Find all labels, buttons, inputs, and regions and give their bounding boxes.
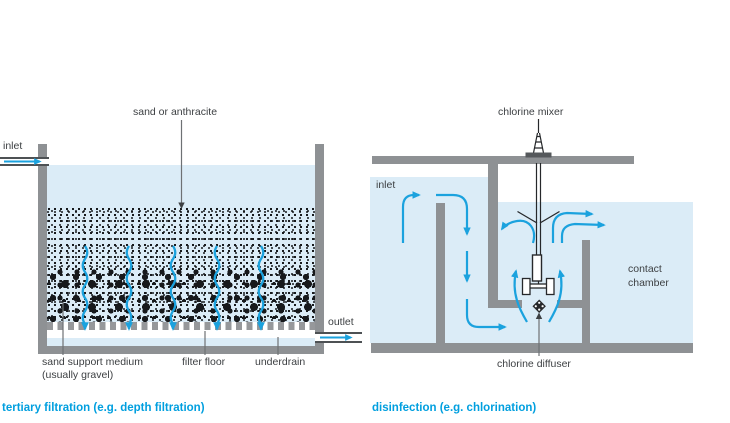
under-baffle-water <box>488 308 498 343</box>
top-cover <box>372 156 634 164</box>
label-underdrain: underdrain <box>255 356 306 368</box>
label-filter-floor: filter floor <box>182 356 226 368</box>
filter-floor <box>47 322 315 330</box>
inlet-chamber-water <box>370 177 488 343</box>
tank-left-wall <box>38 144 47 354</box>
inlet-baffle <box>436 203 445 343</box>
filtration-caption: tertiary filtration (e.g. depth filtrati… <box>2 402 205 414</box>
center-baffle <box>488 163 498 308</box>
disinfection-caption: disinfection (e.g. chlorination) <box>372 402 537 414</box>
tank-right-wall <box>315 144 324 354</box>
mixing-floor-right <box>557 300 590 308</box>
gravel-layer <box>47 268 315 322</box>
label-chlorine-mixer: chlorine mixer <box>498 106 564 118</box>
label-chlorine-diffuser: chlorine diffuser <box>497 358 571 370</box>
filtration-diagram: sand or anthracite inlet outlet sand sup… <box>0 106 362 414</box>
disinfection-diagram: chlorine mixer inlet contact chamber chl… <box>365 0 730 423</box>
label-inlet: inlet <box>3 140 23 152</box>
label-sand-support-line1: sand support medium <box>42 356 143 368</box>
underdrain-channel <box>47 338 315 346</box>
basin-bottom <box>371 343 693 353</box>
label-sand-support-line2: (usually gravel) <box>42 369 114 381</box>
label-media: sand or anthracite <box>133 106 218 118</box>
contact-chamber-wall <box>582 240 590 343</box>
label-outlet: outlet <box>328 316 354 328</box>
label-contact-chamber: contact chamber <box>628 263 669 289</box>
tank-bottom <box>38 346 324 354</box>
label-sand-support: sand support medium (usually gravel) <box>42 356 143 382</box>
label-inlet-right: inlet <box>376 179 396 191</box>
inlet-pipe <box>0 157 49 166</box>
outlet-pipe <box>315 332 362 343</box>
mixing-floor-left <box>497 300 522 308</box>
